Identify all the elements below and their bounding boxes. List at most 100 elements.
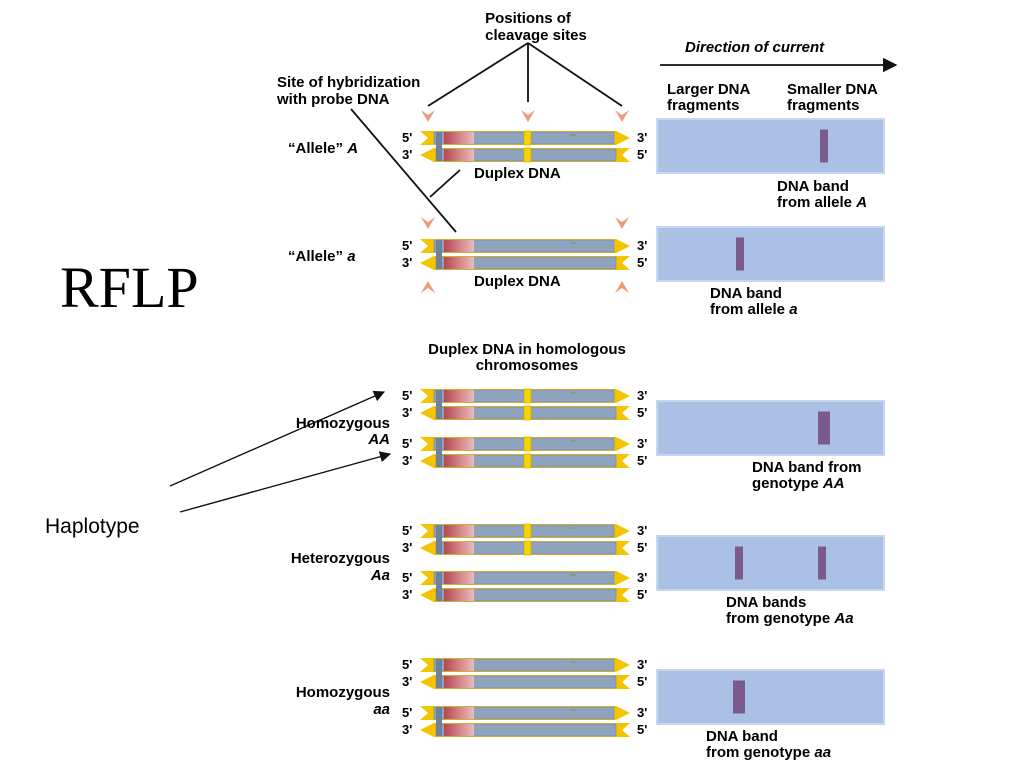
gel-rectangle — [656, 118, 885, 174]
probe-region-top — [444, 525, 474, 537]
band-caption-Aa-line2: from genotype Aa — [726, 610, 854, 627]
probe-region-bottom — [444, 455, 474, 467]
genotype-aa-upper-label: Homozygous — [296, 415, 390, 432]
genotype-aa-lower-label: Homozygous — [296, 684, 390, 701]
end-label-left-top: 5' — [402, 523, 412, 538]
end-label-left-bottom: 3' — [402, 147, 412, 162]
gel-rectangle — [656, 535, 885, 591]
end-label-right-bottom: 5' — [637, 255, 647, 270]
end-label-right-top: 3' — [637, 523, 647, 538]
allele-a-upper-label: “Allele” A — [288, 140, 358, 157]
smaller-fragments-line2: fragments — [787, 97, 860, 114]
duplex-dna-label-2: Duplex DNA — [474, 273, 561, 290]
probe-region-bottom — [444, 542, 474, 554]
end-label-left-top: 5' — [402, 705, 412, 720]
end-label-right-top: 3' — [637, 436, 647, 451]
haplotype-arrow-upper — [169, 390, 386, 487]
end-label-right-top: 3' — [637, 130, 647, 145]
end-label-right-top: 3' — [637, 388, 647, 403]
probe-tick — [436, 572, 442, 601]
end-label-right-bottom: 5' — [637, 147, 647, 162]
end-label-left-bottom: 3' — [402, 674, 412, 689]
end-label-right-bottom: 5' — [637, 587, 647, 602]
strand-top — [433, 658, 615, 672]
end-label-left-top: 5' — [402, 657, 412, 672]
chevron-a-right-bottom — [615, 281, 629, 293]
cut-site-top — [523, 436, 532, 452]
smaller-fragments-line1: Smaller DNA — [787, 81, 878, 98]
hybridization-label-line2: with probe DNA — [276, 91, 390, 108]
duplex-AA-2: 5'3'3'5' — [402, 436, 647, 469]
end-label-right-bottom: 5' — [637, 453, 647, 468]
probe-tick — [436, 132, 442, 161]
probe-region-top — [444, 438, 474, 450]
band-caption-allele-a-line2: from allele a — [710, 301, 798, 318]
band-caption-allele-A-line2: from allele A — [777, 194, 867, 211]
cut-site-bottom — [523, 405, 532, 421]
larger-fragments-line2: fragments — [667, 97, 740, 114]
duplex-allele-a: 5' 3' 3' 5' — [402, 238, 647, 270]
end-label-left-bottom: 3' — [402, 722, 412, 737]
end-label-left-top: 5' — [402, 436, 412, 451]
chevron-a-left-bottom — [421, 281, 435, 293]
direction-label: Direction of current — [685, 39, 825, 56]
gel-lanes — [656, 118, 885, 725]
band-caption-AA-line2: genotype AA — [752, 475, 845, 492]
probe-tick — [436, 707, 442, 736]
probe-tick — [436, 525, 442, 554]
band-caption-aa-line2: from genotype aa — [706, 744, 831, 761]
chevron-A-right — [615, 110, 629, 122]
gel-rectangle — [656, 400, 885, 456]
strand-top — [433, 239, 615, 253]
chevron-a-right-top — [615, 217, 629, 229]
cut-site-top — [523, 523, 532, 539]
probe-tick — [436, 390, 442, 419]
probe-region-bottom — [444, 724, 474, 736]
gel-band-1 — [733, 680, 745, 714]
gel-band-1 — [818, 411, 830, 445]
haplotype-label: Haplotype — [45, 515, 140, 538]
probe-region-top — [444, 240, 474, 252]
probe-region-bottom — [444, 257, 474, 269]
allele-a-lower-label: “Allele” a — [288, 248, 356, 265]
probe-region-top — [444, 707, 474, 719]
band-caption-Aa-line1: DNA bands — [726, 594, 806, 611]
end-label-right-top: 3' — [637, 238, 647, 253]
end-label-right-bottom: 5' — [637, 405, 647, 420]
duplex-aa-1: 5' 3' 3' 5' — [402, 657, 647, 689]
hybridization-pointer-lines — [350, 108, 461, 233]
genotype-het-label: Heterozygous — [291, 550, 390, 567]
cleavage-label-line2: cleavage sites — [485, 27, 587, 44]
end-label-right-bottom: 5' — [637, 674, 647, 689]
chevron-a-left-top — [421, 217, 435, 229]
probe-region-top — [444, 572, 474, 584]
hybridization-label-line1: Site of hybridization — [277, 74, 420, 91]
cleavage-label-line1: Positions of — [485, 10, 572, 27]
gel-lane-aa — [656, 669, 885, 725]
genotype-aa-upper-letters: AA — [367, 431, 390, 448]
end-label-right-top: 3' — [637, 657, 647, 672]
end-label-left-top: 5' — [402, 388, 412, 403]
larger-fragments-line1: Larger DNA — [667, 81, 751, 98]
end-label-left-bottom: 3' — [402, 255, 412, 270]
gel-lane-AA — [656, 400, 885, 456]
cut-site-top — [523, 130, 532, 146]
gel-rectangle — [656, 669, 885, 725]
probe-region-bottom — [444, 149, 474, 161]
band-caption-aa-line1: DNA band — [706, 728, 778, 745]
duplex-dna-group: 5'3'3'5'5'3'3'5'5'3'3'5'5'3'3'5'5'3'3'5'… — [402, 130, 647, 737]
cleavage-pointer-lines — [427, 42, 623, 107]
strand-top — [433, 706, 615, 720]
gel-band-1 — [820, 129, 828, 163]
probe-region-bottom — [444, 676, 474, 688]
probe-tick — [436, 240, 442, 269]
band-caption-AA-line1: DNA band from — [752, 459, 861, 476]
end-label-left-top: 5' — [402, 238, 412, 253]
end-label-right-top: 3' — [637, 570, 647, 585]
strand-top — [433, 571, 615, 585]
cleavage-chevrons — [421, 110, 629, 293]
gel-band-1 — [735, 546, 743, 580]
probe-region-bottom — [444, 407, 474, 419]
gel-lane-allele-a — [656, 226, 885, 282]
end-label-left-bottom: 3' — [402, 405, 412, 420]
